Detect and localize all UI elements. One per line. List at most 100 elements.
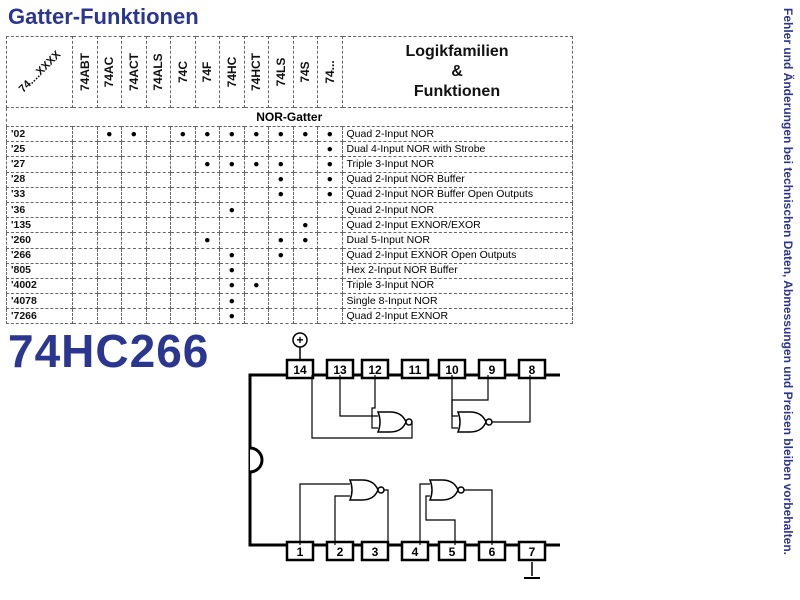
empty-cell [268, 262, 294, 279]
empty-cell [72, 141, 98, 158]
empty-cell [72, 262, 98, 279]
pin-number: 8 [529, 363, 536, 377]
empty-cell [268, 277, 294, 295]
pin-number: 2 [337, 545, 344, 559]
empty-cell [268, 293, 294, 310]
empty-cell [145, 141, 171, 158]
table-row: '7266●Quad 2-Input EXNOR [6, 308, 573, 325]
empty-cell [292, 262, 318, 279]
empty-cell [170, 262, 196, 279]
empty-cell [243, 293, 269, 310]
table-row: '28●●Quad 2-Input NOR Buffer [6, 171, 573, 188]
pin-number: 9 [489, 363, 496, 377]
family-label: 74AC [102, 56, 117, 88]
empty-cell [72, 308, 98, 325]
family-header: 74HC [219, 36, 245, 108]
pin: 8 [517, 358, 547, 380]
pin-number: 4 [412, 545, 419, 559]
function-description: Quad 2-Input EXNOR Open Outputs [341, 247, 573, 264]
empty-cell [194, 293, 220, 310]
empty-cell [72, 186, 98, 203]
pin: 7 [517, 540, 547, 562]
empty-cell [219, 171, 245, 188]
availability-dot: ● [170, 125, 196, 143]
pin-number: 7 [529, 545, 536, 559]
family-label: 74ALS [151, 53, 166, 91]
empty-cell [96, 232, 122, 249]
empty-cell [194, 247, 220, 264]
table-row: '260●●●Dual 5-Input NOR [6, 232, 573, 249]
function-description: Quad 2-Input EXNOR/EXOR [341, 217, 573, 234]
page-title: Gatter-Funktionen [8, 4, 199, 29]
empty-cell [96, 308, 122, 325]
empty-cell [268, 201, 294, 219]
section-header: NOR-Gatter [6, 107, 573, 127]
empty-cell [243, 201, 269, 219]
empty-cell [292, 201, 318, 219]
empty-cell [170, 308, 196, 325]
empty-cell [194, 262, 220, 279]
pin: 2 [325, 540, 355, 562]
availability-dot: ● [317, 171, 343, 188]
empty-cell [170, 141, 196, 158]
part-code: '27 [6, 156, 73, 173]
empty-cell [170, 171, 196, 188]
function-description: Quad 2-Input EXNOR [341, 308, 573, 325]
availability-dot: ● [317, 141, 343, 158]
empty-cell [145, 277, 171, 295]
xnor-gate-upper-left [376, 411, 407, 433]
empty-cell [317, 262, 343, 279]
availability-dot: ● [121, 125, 147, 143]
empty-cell [170, 217, 196, 234]
empty-cell [243, 186, 269, 203]
function-header-line: Logikfamilien [405, 43, 509, 60]
table-row: '266●●Quad 2-Input EXNOR Open Outputs [6, 247, 573, 264]
empty-cell [170, 156, 196, 173]
empty-cell [121, 186, 147, 203]
availability-dot: ● [268, 171, 294, 188]
empty-cell [243, 217, 269, 234]
empty-cell [317, 293, 343, 310]
empty-cell [292, 156, 318, 173]
empty-cell [96, 277, 122, 295]
xnor-bubble [405, 418, 413, 426]
function-description: Dual 5-Input NOR [341, 232, 573, 249]
availability-dot: ● [268, 232, 294, 249]
empty-cell [96, 217, 122, 234]
empty-cell [292, 171, 318, 188]
family-label: 74C [175, 60, 190, 84]
part-code: '805 [6, 262, 73, 279]
function-description: Triple 3-Input NOR [341, 277, 573, 295]
pin: 12 [360, 358, 390, 380]
family-label: 74HC [224, 56, 239, 88]
availability-dot: ● [317, 156, 343, 173]
part-code: '7266 [6, 308, 73, 325]
empty-cell [194, 217, 220, 234]
empty-cell [170, 186, 196, 203]
availability-dot: ● [268, 125, 294, 143]
empty-cell [72, 232, 98, 249]
family-header: 74LS [268, 36, 294, 108]
empty-cell [72, 201, 98, 219]
function-description: Quad 2-Input NOR Buffer Open Outputs [341, 186, 573, 203]
empty-cell [317, 277, 343, 295]
empty-cell [292, 277, 318, 295]
empty-cell [72, 277, 98, 295]
availability-dot: ● [219, 293, 245, 310]
function-description: Dual 4-Input NOR with Strobe [341, 141, 573, 158]
empty-cell [72, 293, 98, 310]
availability-dot: ● [219, 201, 245, 219]
empty-cell [96, 293, 122, 310]
xnor-gate-lower-right [428, 479, 459, 501]
pin: 3 [360, 540, 390, 562]
empty-cell [268, 217, 294, 234]
chip-name: 74HC266 [8, 325, 210, 377]
empty-cell [170, 277, 196, 295]
function-description: Quad 2-Input NOR [341, 201, 573, 219]
table-row: '36●Quad 2-Input NOR [6, 201, 573, 219]
function-header-line: Funktionen [413, 83, 501, 100]
family-label: 74F [200, 61, 215, 83]
empty-cell [121, 201, 147, 219]
